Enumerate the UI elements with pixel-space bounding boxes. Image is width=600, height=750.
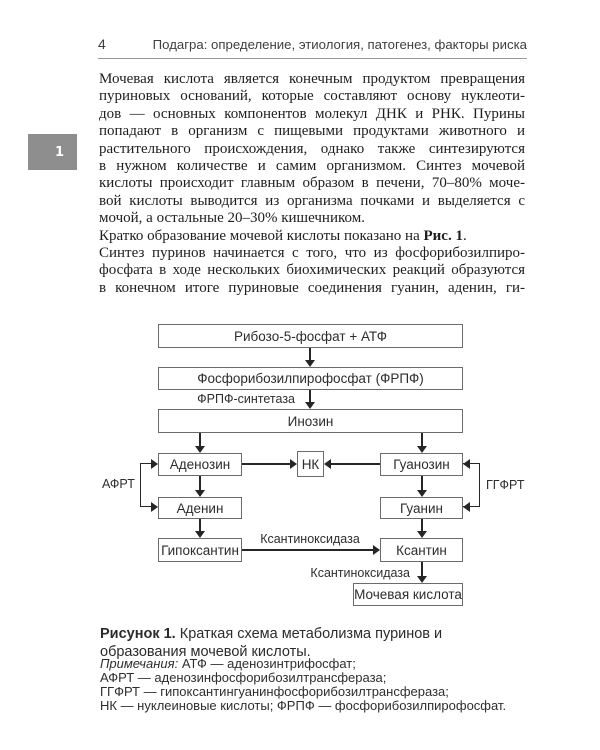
label-aprt: АФРТ — [102, 477, 135, 491]
page-number: 4 — [98, 36, 106, 52]
notes-line: ГГФРТ — гипоксантингуанинфосфорибозилтра… — [100, 683, 449, 699]
body-text-line: фосфата в ходе нескольких биохимических … — [99, 262, 525, 279]
running-title: Подагра: определение, этиология, патоген… — [152, 37, 527, 52]
box-adenine: Аденин — [158, 497, 242, 519]
arrow-down-icon — [417, 476, 427, 497]
arrowhead-left-icon — [463, 502, 470, 512]
arrow-down-icon — [417, 433, 427, 453]
body-text: Мочевая кислота является конечным продук… — [99, 71, 525, 297]
body-text-line: дов — основных компонентов молекул ДНК и… — [99, 106, 525, 123]
hgprt-bracket — [463, 463, 480, 507]
arrow-down-icon — [195, 476, 205, 497]
notes-first-item: АТФ — аденозинтрифосфат; — [178, 656, 356, 671]
label-prpp-synthetase: ФРПФ-синтетаза — [197, 392, 295, 406]
box-inosine: Инозин — [158, 409, 463, 433]
body-text-line: попадают в организм с пищевыми продуктам… — [99, 123, 525, 140]
body-text-span: фосфата в ходе нескольких биохимических … — [99, 262, 525, 279]
arrow-right-icon — [242, 459, 297, 469]
body-text-line: пуриновых оснований, которые составляют … — [99, 88, 525, 105]
body-text-line: кислоты происходит главным образом в печ… — [99, 175, 525, 192]
arrowhead-right-icon — [151, 502, 158, 512]
body-text-span: кислоты происходит главным образом в печ… — [99, 175, 525, 192]
body-text-span: мочой, а остальные 20–30% кишечником. — [99, 210, 365, 227]
body-text-span: попадают в организм с пищевыми продуктам… — [99, 123, 525, 140]
box-xanthine: Ксантин — [380, 538, 463, 562]
arrow-down-icon — [305, 348, 315, 367]
body-text-span: Кратко образование мочевой кислоты показ… — [99, 227, 424, 244]
arrow-down-icon — [195, 519, 205, 538]
box-ribose-5-phosphate-atp: Рибозо-5-фосфат + АТФ — [158, 324, 463, 348]
box-guanine: Гуанин — [380, 497, 463, 519]
figure-caption: Рисунок 1. Краткая схема метаболизма пур… — [100, 625, 532, 661]
page-header: 4 Подагра: определение, этиология, патог… — [98, 36, 527, 59]
arrowhead-left-icon — [463, 459, 470, 469]
notes-line: Примечания: АТФ — аденозинтрифосфат; — [100, 657, 540, 671]
box-nucleic-acids: НК — [297, 451, 324, 477]
notes-line: АФРТ — аденозинфосфорибозилтрансфераза; — [100, 669, 387, 685]
notes-line: НК — нуклеиновые кислоты; ФРПФ — фосфори… — [100, 697, 507, 713]
label-xanthine-oxidase: Ксантиноксидаза — [310, 566, 410, 580]
arrow-down-icon — [305, 390, 315, 409]
body-text-line: вой кислоты выводится из организма почка… — [99, 193, 525, 210]
figure-notes: Примечания: АТФ — аденозинтрифосфат; АФР… — [100, 657, 540, 713]
chapter-tab-number: 1 — [54, 144, 65, 160]
body-text-span: в нужном количестве и самим организмом. … — [99, 158, 525, 175]
box-adenosine: Аденозин — [158, 453, 242, 476]
arrowhead-right-icon — [151, 459, 158, 469]
body-text-line: в нужном количестве и самим организмом. … — [99, 158, 525, 175]
body-text-span: дов — основных компонентов молекул ДНК и… — [99, 105, 525, 122]
body-text-line: Синтез пуринов начинается с того, что из… — [99, 245, 525, 262]
body-text-span: Мочевая кислота является конечным продук… — [99, 71, 525, 87]
label-xanthine-oxidase: Ксантиноксидаза — [260, 532, 360, 546]
body-text-span: растительного происхождения, однако такж… — [99, 140, 525, 157]
arrow-left-icon — [324, 459, 380, 469]
chapter-tab: 1 — [28, 134, 77, 170]
body-text-line: Мочевая кислота является конечным продук… — [99, 71, 525, 88]
body-text-span: вой кислоты выводится из организма почка… — [99, 192, 525, 209]
figure-caption-text: Краткая схема метаболизма пуринов и обра… — [100, 626, 443, 660]
box-guanosine: Гуанозин — [380, 453, 463, 476]
label-hgprt: ГГФРТ — [486, 478, 525, 492]
body-text-span: Синтез пуринов начинается с того, что из… — [99, 245, 525, 262]
body-text-line: мочой, а остальные 20–30% кишечником. — [99, 210, 525, 227]
body-text-span: пуриновых оснований, которые составляют … — [99, 88, 525, 105]
figure-reference: Рис. 1 — [423, 227, 463, 244]
body-text-line: растительного происхождения, однако такж… — [99, 141, 525, 158]
body-text-line: в конечном итоге пуриновые соединения гу… — [99, 280, 525, 297]
arrow-right-icon — [242, 545, 380, 555]
body-text-span: в конечном итоге пуриновые соединения гу… — [99, 279, 525, 296]
arrow-down-icon — [417, 519, 427, 538]
box-prpp: Фосфорибозилпирофосфат (ФРПФ) — [158, 367, 463, 390]
body-text-span: . — [462, 227, 467, 244]
arrow-down-icon — [417, 562, 427, 583]
box-uric-acid: Мочевая кислота — [353, 583, 463, 606]
aprt-bracket — [140, 463, 157, 507]
arrow-down-icon — [195, 433, 205, 453]
body-text-line: Кратко образование мочевой кислоты показ… — [99, 228, 525, 245]
notes-label: Примечания: — [100, 656, 179, 671]
figure-caption-label: Рисунок 1. — [100, 626, 176, 642]
box-hypoxanthine: Гипоксантин — [158, 538, 242, 562]
